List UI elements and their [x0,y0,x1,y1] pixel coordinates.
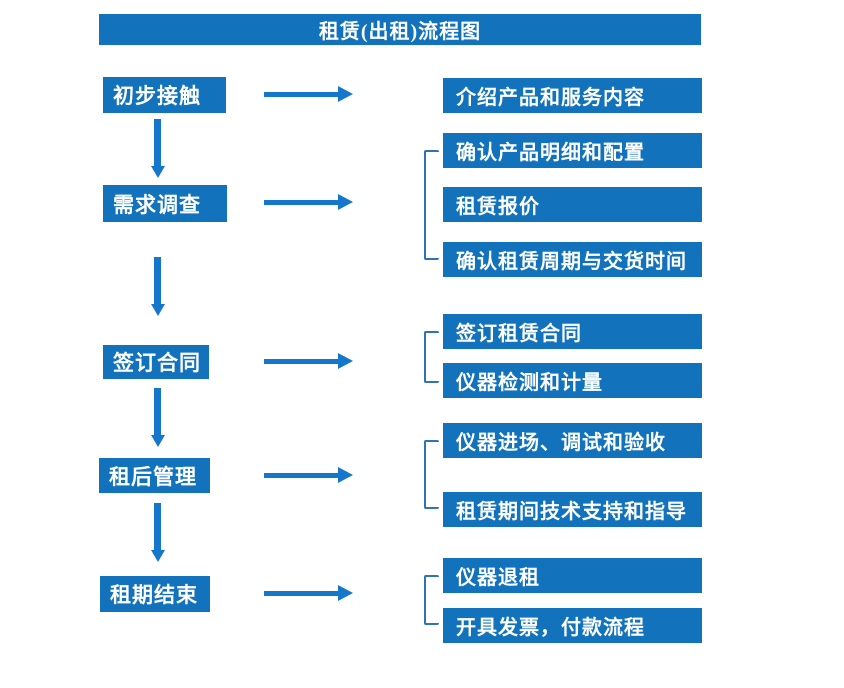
right-arrow-icon [264,194,353,210]
stage-box-rental-end: 租期结束 [100,576,210,612]
group-bracket-rental-end [424,575,439,625]
group-bracket-sign-contract [424,331,439,383]
detail-box-rental-quotation: 租赁报价 [443,187,702,222]
stage-box-sign-contract: 签订合同 [103,345,209,379]
stage-box-post-rental-management: 租后管理 [99,458,210,493]
detail-box-confirm-period-delivery: 确认租赁周期与交货时间 [443,242,702,277]
detail-box-introduce-products: 介绍产品和服务内容 [443,78,702,113]
detail-box-instrument-setup-acceptance: 仪器进场、调试和验收 [443,423,702,458]
right-arrow-icon [264,353,353,369]
detail-box-sign-rental-contract: 签订租赁合同 [443,314,702,349]
detail-box-instrument-return: 仪器退租 [443,558,702,593]
detail-box-instrument-testing: 仪器检测和计量 [443,363,702,398]
right-arrow-icon [264,467,353,483]
down-arrow-icon [151,503,165,562]
flowchart-title: 租赁(出租)流程图 [99,14,701,45]
group-bracket-post-rental [424,440,439,509]
detail-box-tech-support: 租赁期间技术支持和指导 [443,492,702,527]
stage-box-initial-contact: 初步接触 [103,77,226,113]
right-arrow-icon [264,86,353,102]
detail-box-invoice-payment: 开具发票，付款流程 [443,608,702,643]
group-bracket-demand-survey [424,150,439,260]
down-arrow-icon [151,257,165,316]
detail-box-confirm-product-config: 确认产品明细和配置 [443,133,702,168]
stage-box-demand-survey: 需求调查 [103,185,227,222]
right-arrow-icon [264,585,353,601]
down-arrow-icon [151,388,165,447]
down-arrow-icon [151,119,165,178]
